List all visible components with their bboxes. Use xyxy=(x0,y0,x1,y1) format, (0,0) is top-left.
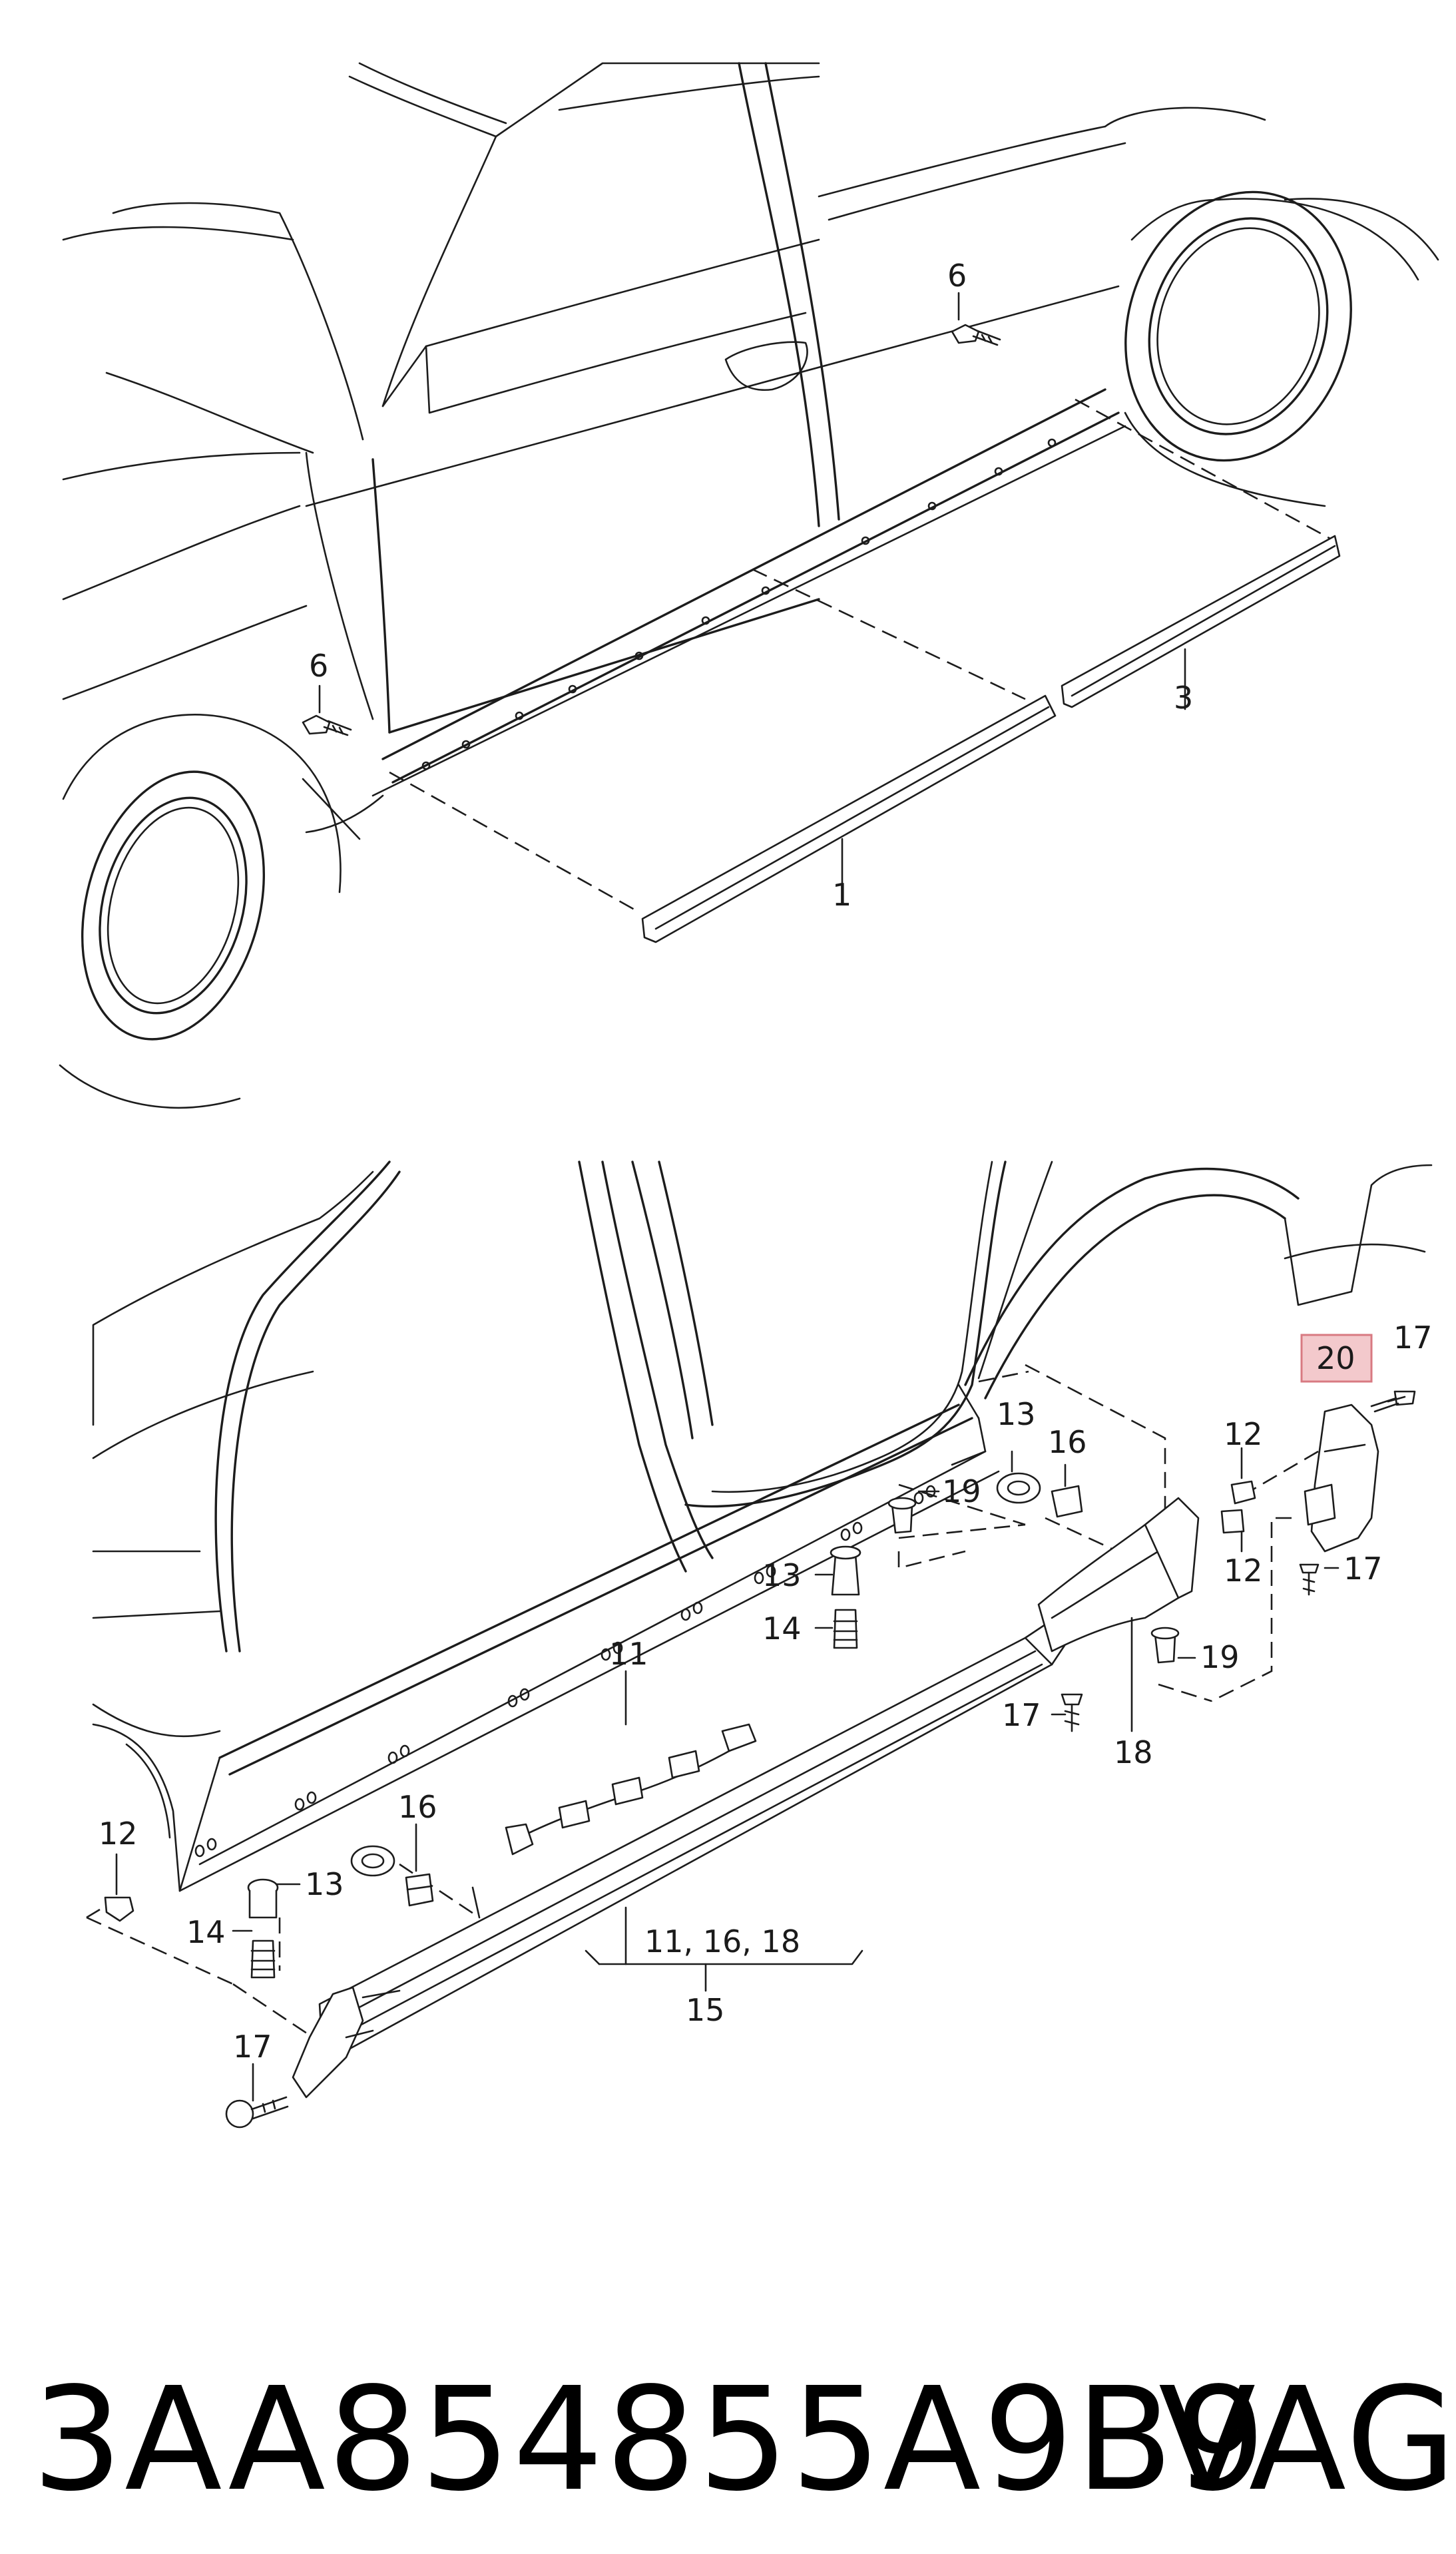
part-number: 3AA854855A9B9 xyxy=(32,2357,1268,2523)
screw-17-mid xyxy=(1061,1693,1083,1732)
callout-17-right-lower: 17 xyxy=(1343,1551,1383,1587)
callout-group-11-16-18: 11, 16, 18 xyxy=(644,1923,800,1959)
highlight-box-20 xyxy=(1300,1334,1373,1383)
callout-14-left: 14 xyxy=(186,1914,226,1950)
callout-20: 20 xyxy=(1316,1340,1355,1376)
sill-flange-holes xyxy=(194,1485,936,1858)
bottom-body-illustration xyxy=(92,1160,1433,1892)
screw-6-front xyxy=(302,714,352,736)
callout-15: 15 xyxy=(686,1992,725,2028)
callout-12-upper: 12 xyxy=(1224,1416,1263,1452)
fastener-12-upper xyxy=(1230,1480,1256,1505)
top-car-illustration xyxy=(59,62,1439,1109)
fastener-13-grommet-upper xyxy=(996,1472,1041,1504)
callout-19-upper: 19 xyxy=(942,1473,981,1509)
callout-14-upper: 14 xyxy=(762,1611,802,1647)
callout-16-left: 16 xyxy=(398,1789,437,1825)
callout-17-right-upper: 17 xyxy=(1393,1320,1433,1356)
sealing-strip-11 xyxy=(505,1723,757,1856)
sill-molding-rear xyxy=(1061,535,1341,708)
callout-11: 11 xyxy=(609,1636,648,1672)
fastener-16-upper xyxy=(1051,1485,1083,1518)
callout-13-upper: 13 xyxy=(762,1557,802,1593)
callout-17-left: 17 xyxy=(233,2029,272,2065)
fastener-19-upper xyxy=(887,1497,917,1534)
callout-12-lower: 12 xyxy=(1224,1553,1263,1589)
callout-18: 18 xyxy=(1114,1734,1153,1770)
callout-3: 3 xyxy=(1174,680,1193,716)
sill-rear-extension xyxy=(1037,1497,1200,1653)
sill-trim-panel xyxy=(292,1610,1080,2099)
callout-13-upper-grommet: 13 xyxy=(997,1396,1036,1432)
screw-17-left xyxy=(225,2096,289,2129)
fastener-14-left xyxy=(250,1939,276,1979)
callout-6-rear: 6 xyxy=(947,258,967,294)
fastener-13-left xyxy=(247,1878,279,1919)
screw-6-rear xyxy=(951,324,1001,346)
callout-12-left: 12 xyxy=(99,1816,138,1852)
callout-6-front: 6 xyxy=(309,648,328,684)
callout-13-left: 13 xyxy=(305,1866,344,1902)
fastener-19-right xyxy=(1150,1627,1180,1664)
screw-17-right-upper xyxy=(1370,1390,1416,1413)
bracket-part xyxy=(1304,1404,1379,1553)
callout-17-mid: 17 xyxy=(1002,1697,1041,1733)
sill-molding-front xyxy=(641,694,1057,943)
brand-label: VAG xyxy=(1158,2357,1456,2523)
sill-mounting-holes xyxy=(421,438,1057,770)
rear-wheel xyxy=(1124,190,1352,507)
front-wheel xyxy=(59,714,342,1109)
callout-1: 1 xyxy=(832,877,851,913)
fastener-16-left xyxy=(405,1873,434,1907)
fastener-13-upper xyxy=(830,1545,861,1596)
callout-16-upper: 16 xyxy=(1048,1424,1087,1460)
screw-17-right-lower xyxy=(1299,1563,1320,1596)
fastener-12-left xyxy=(104,1896,134,1922)
callout-19-right: 19 xyxy=(1200,1639,1240,1675)
fastener-13-grommet-left xyxy=(350,1845,395,1877)
fastener-12-lower xyxy=(1220,1509,1245,1534)
fastener-14-upper xyxy=(833,1609,858,1649)
